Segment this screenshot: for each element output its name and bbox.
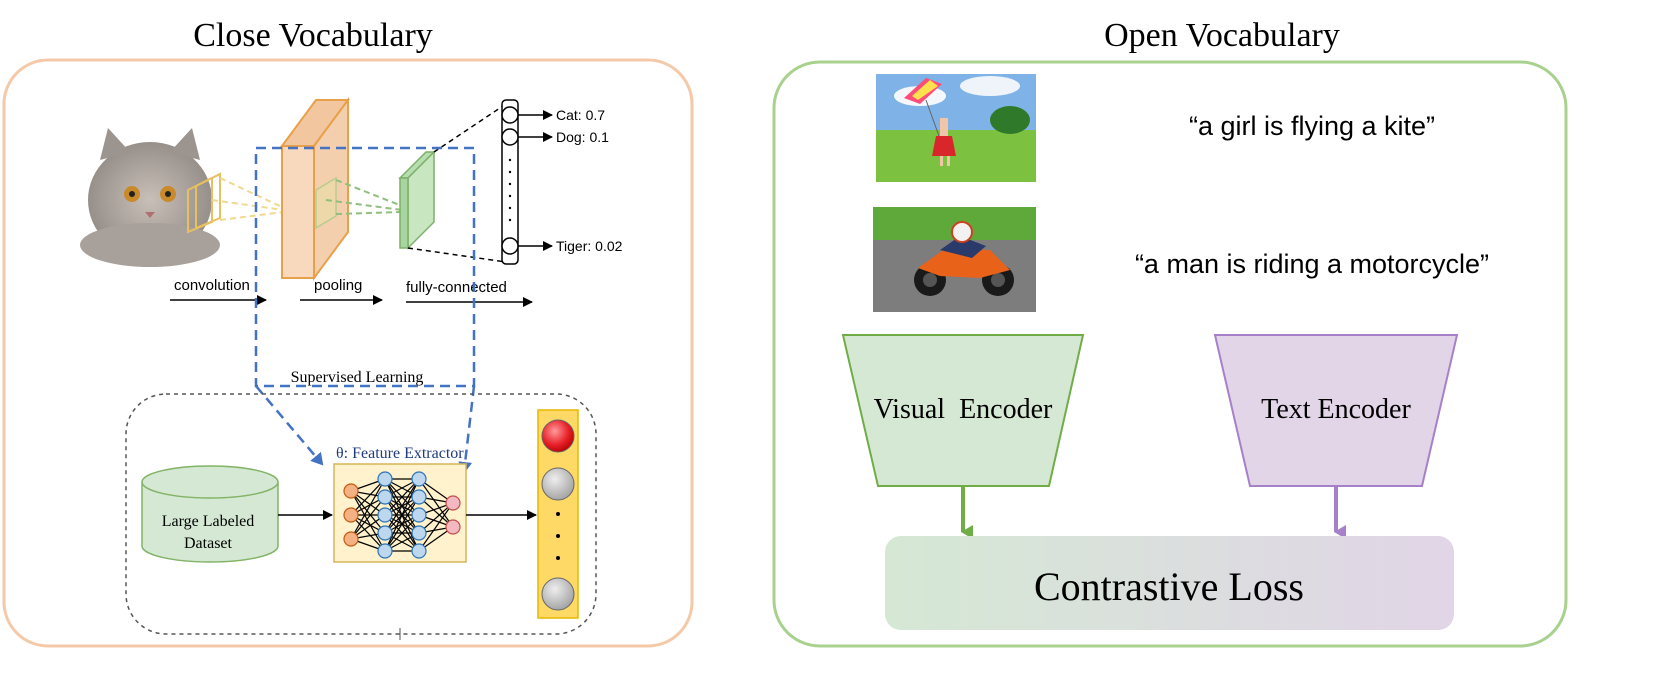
network-node bbox=[377, 507, 393, 523]
network-edge bbox=[384, 496, 420, 552]
network-edge bbox=[418, 502, 454, 552]
stage-label-fully-connected: fully-connected bbox=[406, 279, 507, 296]
network-node bbox=[411, 543, 427, 559]
network-edge bbox=[350, 490, 386, 534]
network-edge bbox=[350, 514, 386, 552]
output-label-dog: Dog: 0.1 bbox=[556, 129, 609, 145]
network-node bbox=[411, 471, 427, 487]
network-edge bbox=[350, 490, 386, 552]
output-label-cat: Cat: 0.7 bbox=[556, 107, 605, 123]
stage-label-convolution: convolution bbox=[174, 277, 250, 294]
pooled-feature-map bbox=[398, 150, 436, 250]
output-label-tiger: Tiger: 0.02 bbox=[556, 238, 623, 254]
supervised-arrow-right bbox=[458, 385, 476, 474]
left-panel-title: Close Vocabulary bbox=[193, 17, 433, 54]
conv-projection-lines bbox=[211, 177, 285, 221]
network-edge bbox=[384, 478, 420, 534]
network-node bbox=[411, 525, 427, 541]
motorcycle-photo bbox=[873, 207, 1036, 312]
network-edge bbox=[350, 478, 386, 516]
network-edge bbox=[384, 514, 420, 552]
output-node bbox=[541, 577, 575, 611]
output-ellipsis bbox=[556, 512, 560, 560]
network-node bbox=[411, 507, 427, 523]
network-node bbox=[343, 507, 359, 523]
network-node bbox=[377, 489, 393, 505]
right-panel-border bbox=[772, 60, 1568, 648]
network-edge bbox=[418, 478, 454, 528]
network-node bbox=[377, 471, 393, 487]
network-node bbox=[445, 495, 461, 511]
fc-projection-lines bbox=[407, 103, 507, 263]
stage-label-pooling: pooling bbox=[314, 277, 362, 294]
caption-motorcycle: “a man is riding a motorcycle” bbox=[1135, 249, 1489, 279]
dataset-cylinder bbox=[141, 465, 279, 563]
network-edge bbox=[384, 478, 420, 552]
output-layer bbox=[501, 99, 553, 265]
feature-extractor-label: θ: Feature Extractor bbox=[336, 445, 464, 462]
cat-image bbox=[80, 128, 228, 267]
network-node bbox=[377, 525, 393, 541]
output-node-active bbox=[541, 419, 575, 453]
supervised-arrow-left bbox=[255, 385, 324, 466]
network-node bbox=[377, 543, 393, 559]
pool-projection-lines bbox=[325, 179, 403, 215]
network-node bbox=[343, 531, 359, 547]
neural-network bbox=[343, 471, 461, 559]
kite-photo bbox=[876, 74, 1036, 182]
text-encoder bbox=[1213, 334, 1459, 487]
contrastive-loss-box bbox=[885, 536, 1454, 630]
network-node bbox=[411, 489, 427, 505]
visual-encoder-label: Visual Encoder bbox=[874, 394, 1053, 425]
network-node bbox=[445, 519, 461, 535]
text-encoder-label: Text Encoder bbox=[1261, 394, 1411, 425]
conv-feature-map bbox=[280, 96, 350, 282]
conv-kernel bbox=[187, 172, 221, 234]
network-edge bbox=[350, 496, 386, 540]
supervised-learning-box bbox=[254, 146, 476, 388]
network-node bbox=[343, 483, 359, 499]
output-node bbox=[541, 467, 575, 501]
caption-kite: “a girl is flying a kite” bbox=[1189, 111, 1435, 141]
contrastive-loss-label: Contrastive Loss bbox=[1034, 564, 1304, 609]
right-panel-title: Open Vocabulary bbox=[1104, 17, 1340, 54]
network-edge bbox=[384, 478, 420, 516]
left-panel-border bbox=[2, 58, 694, 648]
dataset-label-line1: Large Labeled bbox=[162, 513, 255, 530]
training-pipeline-box bbox=[125, 393, 597, 635]
network-edge bbox=[350, 478, 386, 540]
visual-encoder bbox=[841, 334, 1085, 487]
supervised-learning-label: Supervised Learning bbox=[291, 369, 424, 386]
dataset-label-line2: Dataset bbox=[184, 535, 233, 552]
